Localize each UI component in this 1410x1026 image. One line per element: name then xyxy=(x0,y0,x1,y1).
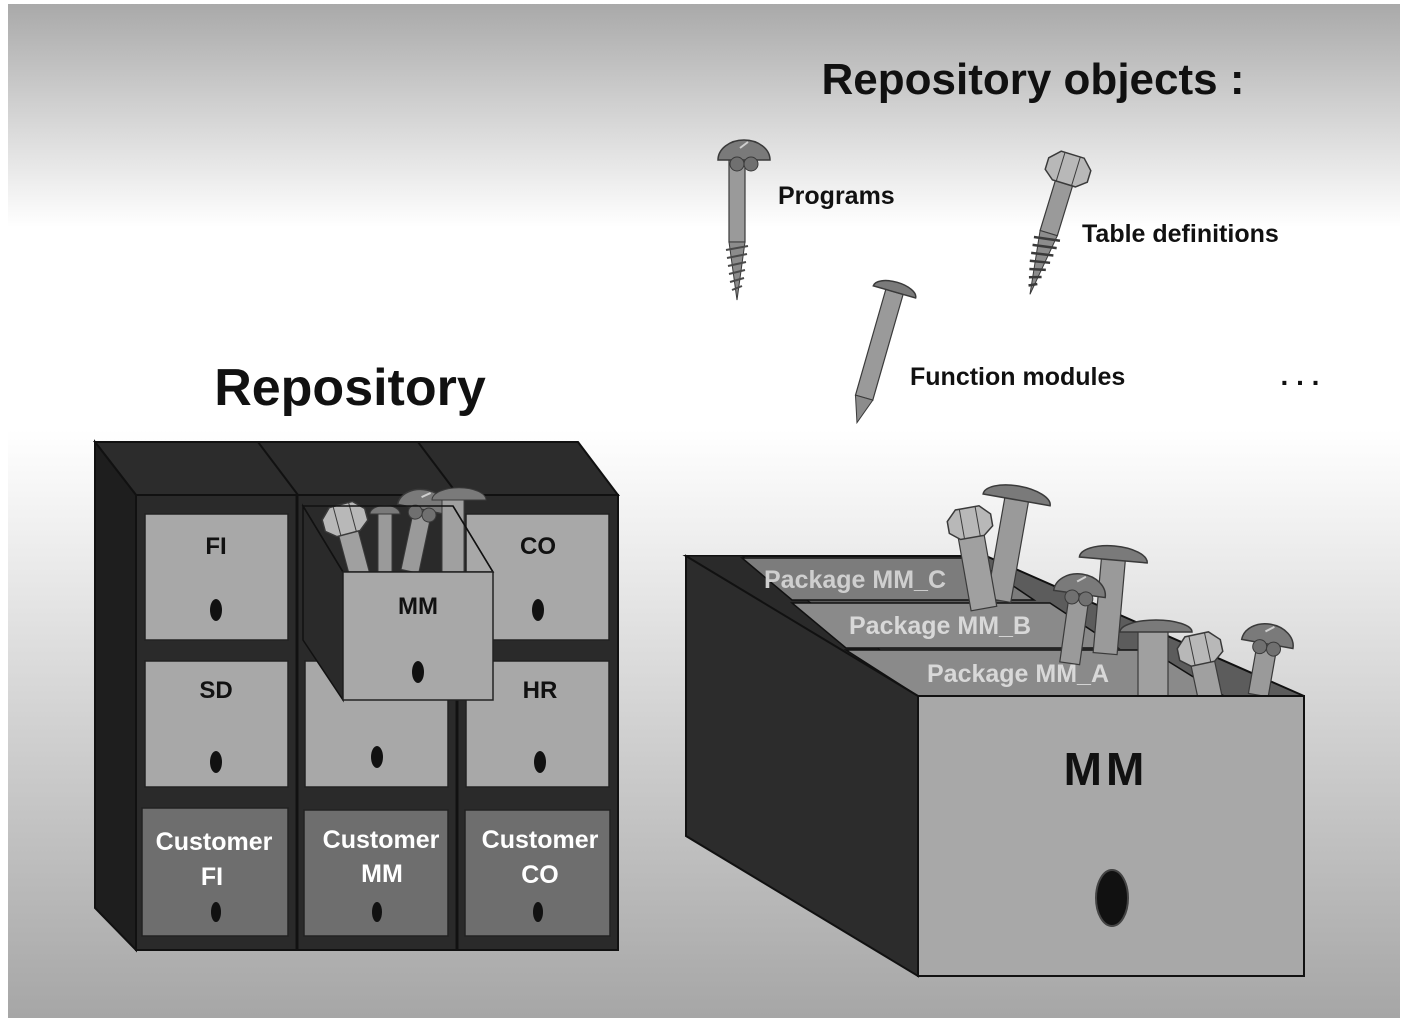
keyhole-icon xyxy=(210,751,222,773)
drawer-customer-co-label1: Customer xyxy=(482,826,599,854)
table-definitions-bolt-icon xyxy=(1028,147,1095,295)
drawer-mm-label: MM xyxy=(398,593,438,620)
drawer-sd[interactable]: SD xyxy=(144,660,289,788)
screws-in-package-icon xyxy=(944,484,1298,703)
drawer-co-label: CO xyxy=(520,533,556,560)
mm-drawer-label: MM xyxy=(1064,743,1149,795)
more-objects-ellipsis: . . . xyxy=(1281,360,1320,391)
keyhole-icon xyxy=(1095,869,1129,927)
drawer-customer-mm-label1: Customer xyxy=(323,826,440,854)
programs-label: Programs xyxy=(778,182,895,210)
keyhole-icon xyxy=(532,599,544,621)
package-mm-c[interactable]: Package MM_C xyxy=(739,557,1037,601)
drawer-fi[interactable]: FI xyxy=(144,513,289,641)
function-modules-nail-icon xyxy=(854,279,917,425)
repository-title: Repository xyxy=(214,359,486,417)
table-definitions-label: Table definitions xyxy=(1082,220,1279,248)
package-mm-b-label: Package MM_B xyxy=(849,612,1031,640)
keyhole-icon xyxy=(371,746,383,768)
drawer-customer-co-label2: CO xyxy=(521,861,559,889)
keyhole-icon xyxy=(372,902,382,922)
objects-title: Repository objects : xyxy=(822,55,1245,104)
screws-in-drawer-icon xyxy=(318,483,487,582)
function-modules-label: Function modules xyxy=(910,363,1125,391)
drawer-fi-label: FI xyxy=(205,533,226,560)
mm-drawer-large[interactable]: Package MM_C Package MM_B Package MM_A xyxy=(682,480,1305,978)
drawer-mm-open[interactable]: MM xyxy=(301,483,495,703)
drawer-hr-label: HR xyxy=(523,677,558,704)
keyhole-icon xyxy=(534,751,546,773)
keyhole-icon xyxy=(412,661,424,683)
package-mm-c-label: Package MM_C xyxy=(764,566,946,594)
programs-screw-icon xyxy=(717,139,771,301)
keyhole-icon xyxy=(533,902,543,922)
drawer-customer-mm[interactable]: Customer MM xyxy=(303,809,449,937)
package-mm-a-label: Package MM_A xyxy=(927,660,1109,688)
drawer-customer-co[interactable]: Customer CO xyxy=(464,809,611,937)
keyhole-icon xyxy=(210,599,222,621)
drawer-customer-fi-label1: Customer xyxy=(156,828,273,856)
drawer-customer-fi[interactable]: Customer FI xyxy=(141,807,289,937)
keyhole-icon xyxy=(211,902,221,922)
drawer-sd-label: SD xyxy=(199,677,232,704)
drawer-customer-fi-label2: FI xyxy=(201,863,223,891)
drawer-customer-mm-label2: MM xyxy=(361,860,403,888)
